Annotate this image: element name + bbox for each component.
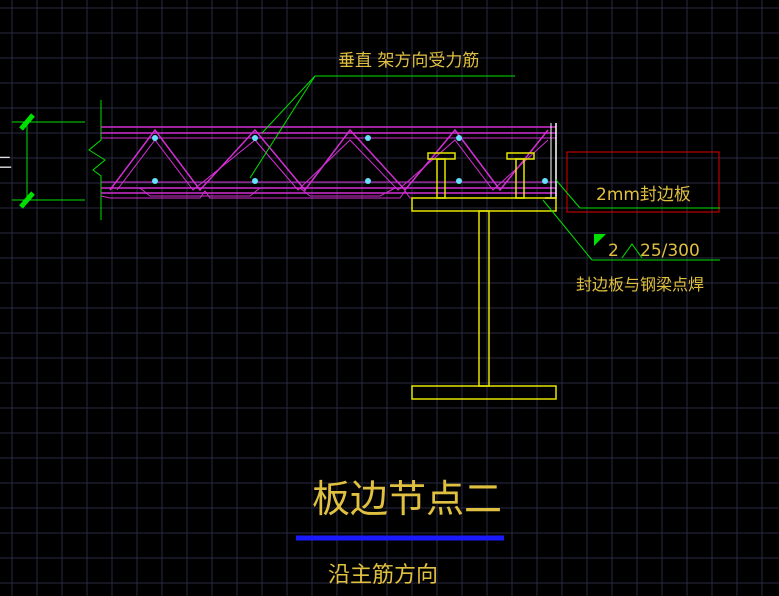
rebar-dot bbox=[152, 135, 158, 141]
shear-studs bbox=[427, 152, 535, 199]
dimension-text: 二 bbox=[0, 153, 12, 172]
truss-deck bbox=[100, 126, 556, 199]
drawing-title: 板边节点二 bbox=[312, 477, 502, 521]
rebar-dot bbox=[456, 178, 462, 184]
rebar-dot bbox=[365, 178, 371, 184]
top-rebar-label: 垂直 架方向受力筋 bbox=[338, 51, 479, 71]
top-leader bbox=[249, 75, 515, 179]
rebar-dot bbox=[542, 178, 548, 184]
edge-plate-label: 2mm封边板 bbox=[596, 185, 691, 205]
weld-spacing-label: 25/300 bbox=[640, 241, 700, 261]
rebar-dot bbox=[152, 178, 158, 184]
weld-size-label: 2 bbox=[608, 241, 619, 261]
steel-beam bbox=[411, 197, 557, 400]
rebar-dot bbox=[365, 135, 371, 141]
rebar-dots bbox=[152, 135, 548, 184]
highlight-box bbox=[566, 151, 720, 213]
weld-symbol bbox=[542, 199, 720, 261]
break-line bbox=[88, 100, 106, 220]
rebar-dot bbox=[252, 178, 258, 184]
left-dimension: 二 bbox=[0, 113, 85, 209]
drawing-subtitle: 沿主筋方向 bbox=[328, 563, 438, 588]
rebar-dot bbox=[252, 135, 258, 141]
rebar-dot bbox=[456, 135, 462, 141]
weld-note-label: 封边板与钢梁点焊 bbox=[576, 275, 704, 294]
